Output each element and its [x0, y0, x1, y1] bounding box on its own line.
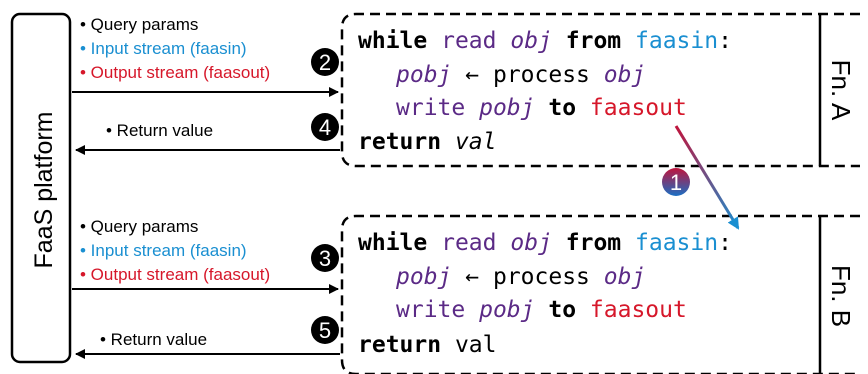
fn-a-code-line-2: pobj ← process obj [395, 62, 645, 88]
fn-a-code-line-3: write pobj to faasout [396, 95, 687, 121]
bottom-return-label: • Return value [100, 330, 207, 349]
badge-2-number: 2 [319, 50, 331, 75]
top-return-label: • Return value [106, 121, 213, 140]
bottom-bullet-input: • Input stream (faasin) [80, 241, 247, 260]
badge-4 [311, 113, 339, 141]
badge-2 [311, 48, 339, 76]
fn-a-name: Fn. A [826, 60, 856, 121]
fn-b-box [340, 214, 860, 374]
platform-box [10, 12, 72, 364]
badge-1 [662, 168, 690, 196]
badge-4-number: 4 [319, 115, 331, 140]
top-bullet-output: • Output stream (faasout) [80, 63, 270, 82]
badge-3 [311, 244, 339, 272]
fn-b-code-line-3: write pobj to faasout [396, 297, 687, 323]
fn-b-code-line-2: pobj ← process obj [395, 264, 645, 290]
bottom-bullet-query: • Query params [80, 217, 198, 236]
badge-5 [311, 316, 339, 344]
fn-b-name: Fn. B [826, 265, 856, 327]
top-bullet-query: • Query params [80, 15, 198, 34]
fn-b-code-line-4: return val [358, 332, 497, 358]
badge-5-number: 5 [319, 318, 331, 343]
top-bullet-input: • Input stream (faasin) [80, 39, 247, 58]
fn-a-code-line-4: return val [358, 129, 497, 155]
fn-a-code-line-1: while read obj from faasin: [358, 28, 732, 54]
badge-3-number: 3 [319, 246, 331, 271]
bottom-bullet-output: • Output stream (faasout) [80, 265, 270, 284]
platform-label: FaaS platform [30, 111, 58, 268]
badge-1-number: 1 [670, 170, 682, 195]
fn-b-code-line-1: while read obj from faasin: [358, 230, 732, 256]
stream-link-arrow [674, 125, 740, 230]
